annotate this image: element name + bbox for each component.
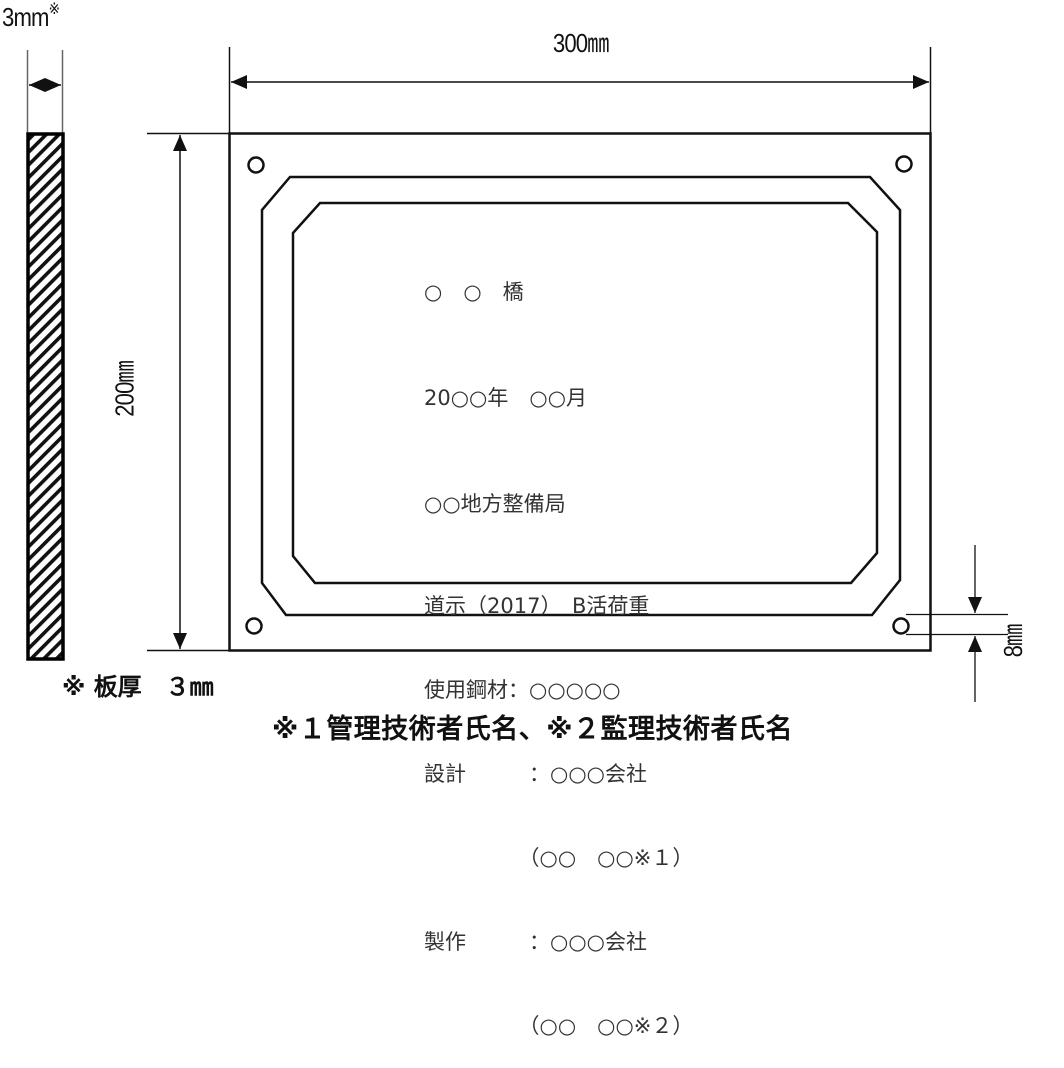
mounting-hole-top-right [895, 155, 913, 173]
plate-section-hatched [26, 132, 65, 661]
nameplate-drawing [26, 47, 1008, 702]
mounting-hole-top-left [247, 156, 265, 174]
designer-engineer: （○○ ○○※１） [424, 846, 694, 870]
designer-company: 設計 ：○○○会社 [424, 762, 647, 786]
completion-date: 20○○年 ○○月 [424, 386, 588, 410]
hole-offset-dimension-label: 8㎜ [998, 624, 1029, 658]
plate-thickness-note: ※ 板厚 ３㎜ [62, 673, 214, 701]
height-dimension [147, 132, 230, 652]
reference-mark: ※ [48, 1, 60, 18]
height-dimension-label: 200㎜ [109, 361, 140, 417]
mounting-hole-bottom-left [245, 617, 263, 635]
steel-material: 使用鋼材：○○○○○ [424, 678, 621, 702]
outer-border [260, 175, 902, 617]
footnote-legend: ※１管理技術者氏名、※２監理技術者氏名 [272, 714, 793, 745]
inner-border [291, 201, 879, 585]
width-dimension-label: 300㎜ [552, 28, 609, 58]
plate-outline [228, 132, 932, 652]
bridge-name: ○ ○ 橋 [424, 280, 524, 304]
fabricator-company: 製作 ：○○○会社 [424, 930, 647, 954]
thickness-dimension-label: 3mm※ [2, 1, 60, 32]
plate-inscription: ○ ○ 橋 20○○年 ○○月 ○○地方整備局 道示（2017） B活荷重 使用… [424, 222, 693, 1068]
design-standard-load: 道示（2017） B活荷重 [424, 594, 650, 618]
thickness-value: 3mm [2, 2, 49, 32]
hole-offset-dimension [906, 545, 1008, 702]
section-view [26, 50, 65, 661]
mounting-hole-bottom-right [892, 617, 910, 635]
owner-bureau: ○○地方整備局 [424, 492, 566, 516]
fabricator-engineer: （○○ ○○※２） [424, 1014, 694, 1038]
width-dimension [228, 47, 932, 133]
